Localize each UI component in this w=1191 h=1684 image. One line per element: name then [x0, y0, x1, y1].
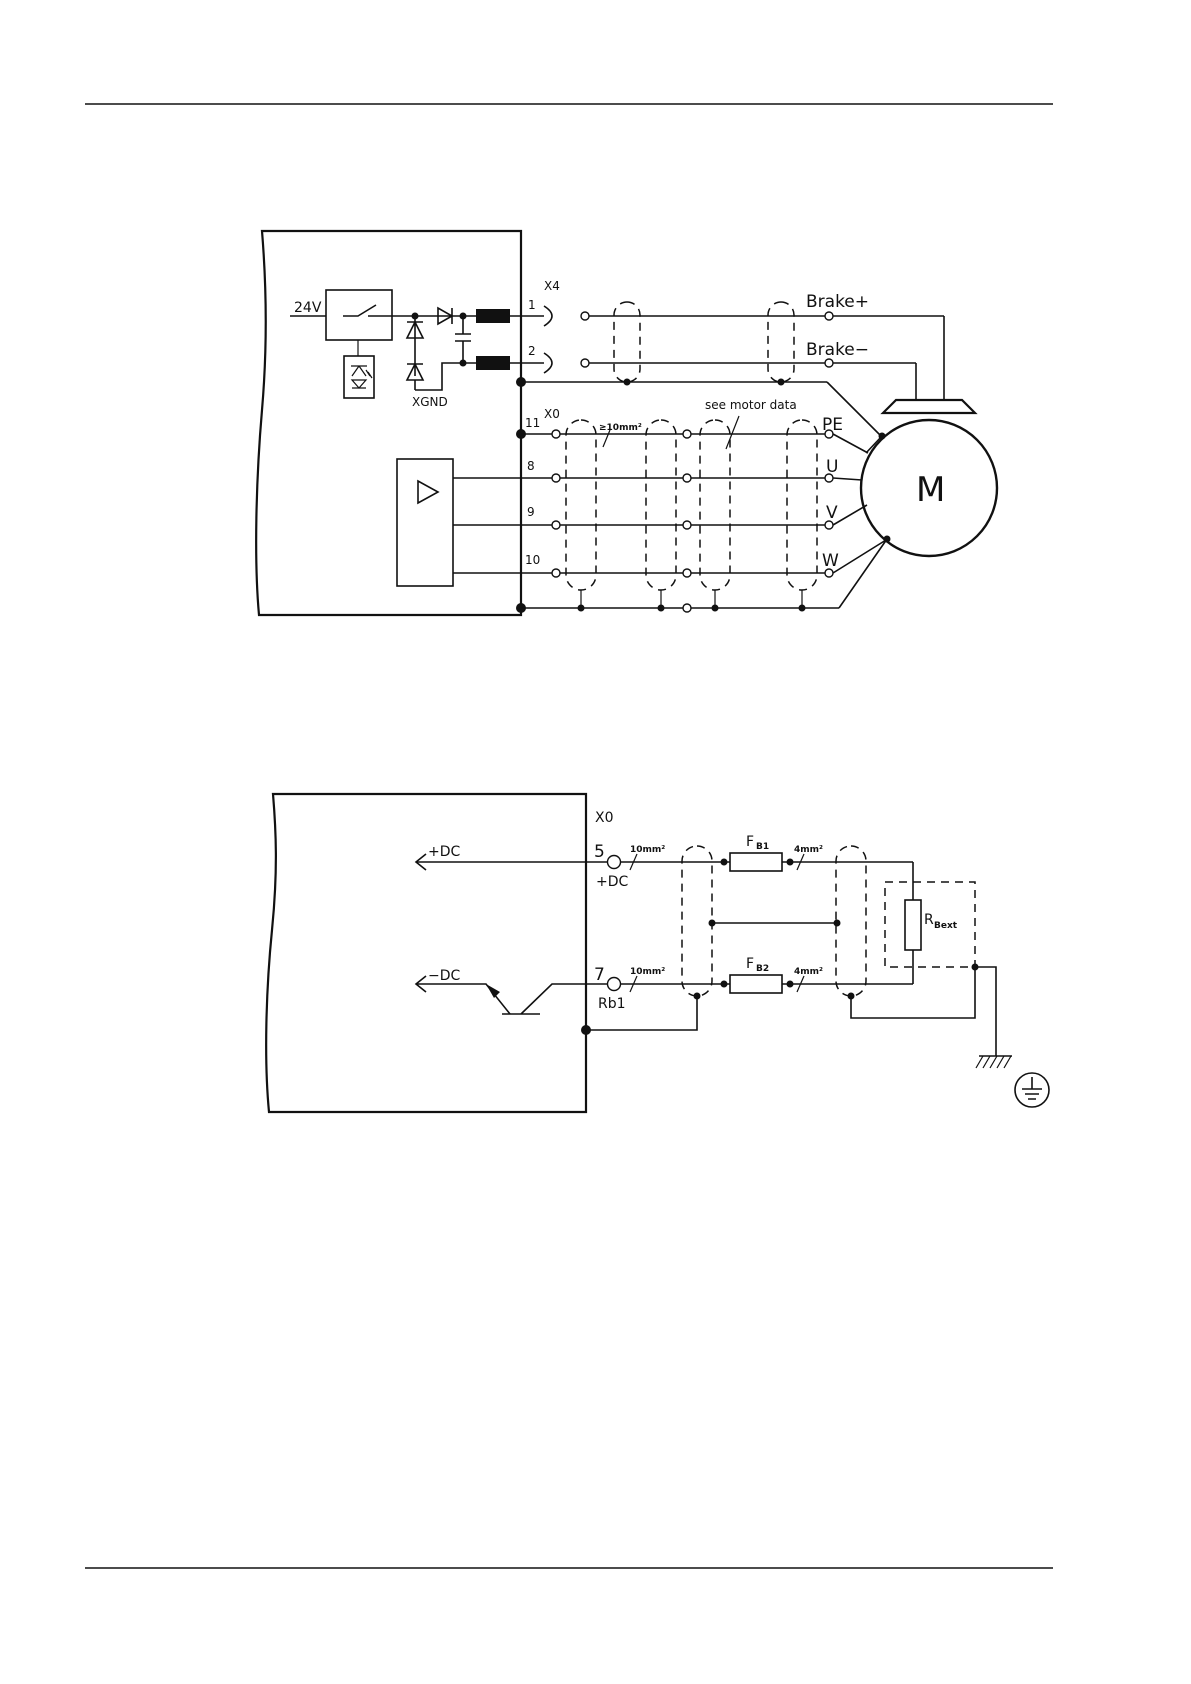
brake-transistor — [502, 984, 608, 1014]
choke-1 — [476, 309, 510, 323]
brake-plus-label: Brake+ — [806, 292, 869, 312]
pin-2-label: 2 — [528, 344, 536, 358]
pin-1-label: 1 — [528, 298, 536, 312]
freewheel-diode — [407, 316, 423, 380]
amplifier-housing-2 — [266, 794, 586, 1112]
minus-dc-label: −DC — [428, 968, 461, 984]
pin-5-name-label: +DC — [596, 874, 629, 890]
motor-cable-shield-4 — [787, 420, 817, 590]
power-output-stage — [397, 459, 453, 586]
xgnd-label: XGND — [412, 395, 448, 409]
motor-cable-shield-3 — [700, 420, 730, 590]
fuse-fb2 — [730, 975, 782, 993]
resistor-sub: Bext — [934, 921, 958, 931]
amplifier-symbol — [418, 481, 438, 503]
terminal-u-label: U — [826, 457, 838, 477]
motor-brake — [883, 400, 975, 413]
pin-11-label: 11 — [525, 416, 540, 430]
connector-x4-label: X4 — [544, 279, 560, 293]
pin-10-label: 10 — [525, 553, 540, 567]
connector-x0-label-2: X0 — [595, 810, 614, 826]
motor-label: M — [916, 470, 945, 510]
fuse-fb2-label: F — [746, 956, 754, 972]
brake-resistor-diagram: X0 +DC 5 +DC 10mm² −DC 7 Rb1 10mm² — [266, 794, 1049, 1112]
motor-connection-diagram: 24V XGND X4 1 2 — [256, 231, 997, 615]
cross-section-10-top: 10mm² — [630, 845, 665, 855]
dc-cable-shield-1 — [682, 846, 712, 996]
external-brake-resistor — [905, 900, 921, 950]
brake-cable-shield-2 — [768, 302, 794, 382]
terminal-w-label: W — [822, 551, 839, 571]
fuse-fb1 — [730, 853, 782, 871]
chassis-ground-icon — [976, 1056, 1012, 1068]
pin-7-name-label: Rb1 — [598, 996, 626, 1012]
cross-section-4-bottom: 4mm² — [794, 967, 823, 977]
fuse-fb1-sub: B1 — [756, 842, 769, 852]
connector-x0-label-1: X0 — [544, 407, 560, 421]
protective-earth-icon — [1015, 1073, 1049, 1107]
cross-section-4-top: 4mm² — [794, 845, 823, 855]
cross-section-label: ≥10mm² — [599, 423, 642, 433]
motor-cable-shield-2 — [646, 420, 676, 590]
dc-cable-shield-2 — [836, 846, 866, 996]
fuse-fb2-sub: B2 — [756, 964, 769, 974]
pin-8-label: 8 — [527, 459, 535, 473]
pin-5-label: 5 — [594, 842, 605, 862]
optocoupler — [344, 356, 374, 398]
terminal-v-label: V — [826, 503, 838, 523]
resistor-label: R — [924, 912, 934, 928]
pin-7-label: 7 — [594, 965, 605, 985]
choke-2 — [476, 356, 510, 370]
brake-cable-shield-1 — [614, 302, 640, 382]
see-motor-data-label: see motor data — [705, 398, 797, 412]
filter-capacitor — [455, 316, 471, 363]
supply-24v-label: 24V — [294, 300, 322, 316]
brake-minus-label: Brake− — [806, 340, 869, 360]
pin-9-label: 9 — [527, 505, 535, 519]
fuse-fb1-label: F — [746, 834, 754, 850]
terminal-pe-label: PE — [822, 415, 843, 435]
cross-section-10-bottom: 10mm² — [630, 967, 665, 977]
plus-dc-label: +DC — [428, 844, 461, 860]
amplifier-housing — [256, 231, 521, 615]
motor-cable-shield-1 — [566, 420, 596, 590]
